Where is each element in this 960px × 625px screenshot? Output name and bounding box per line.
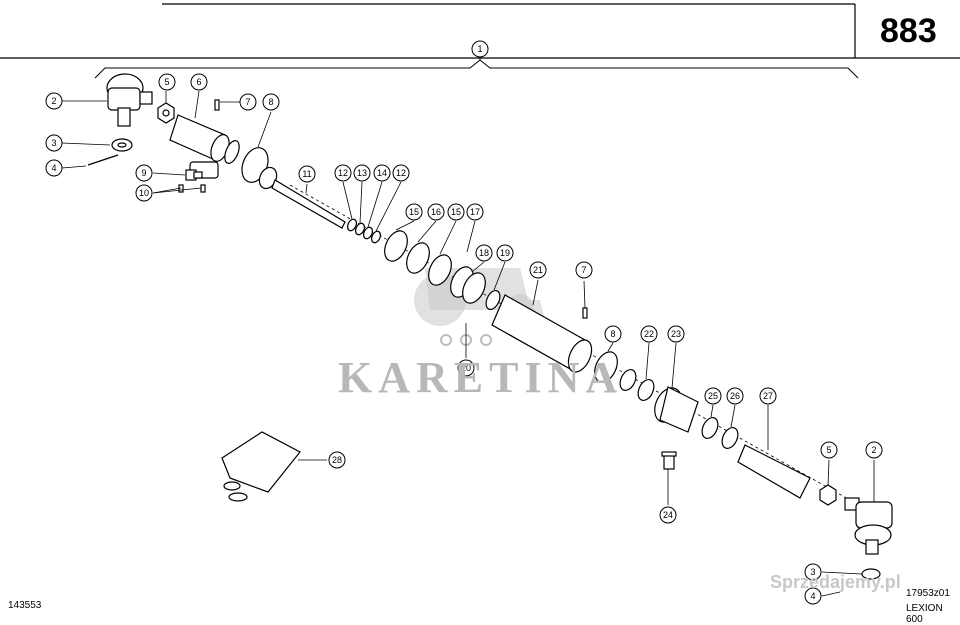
cylinder-body: [169, 114, 240, 179]
fitting: [661, 451, 677, 470]
callout-19: 19: [500, 248, 510, 258]
ring-25: [701, 417, 719, 439]
callout-7: 7: [581, 265, 586, 275]
reference-number: 143553: [8, 600, 42, 611]
callout-8: 8: [268, 97, 273, 107]
callout-2: 2: [871, 445, 876, 455]
drawing-code: 17953z01: [906, 588, 950, 599]
callout-1: 1: [477, 44, 482, 54]
callout-12: 12: [338, 168, 348, 178]
callout-5: 5: [164, 77, 169, 87]
cotter-pin-left: [87, 154, 119, 166]
model-name: LEXION 600: [906, 603, 943, 625]
callout-22: 22: [644, 329, 654, 339]
frame: [0, 3, 960, 59]
callout-20: 20: [461, 363, 471, 373]
nut-right: [819, 484, 837, 506]
ring-19: [485, 289, 501, 311]
callout-15: 15: [409, 207, 419, 217]
callout-24: 24: [663, 510, 673, 520]
callout-18: 18: [479, 248, 489, 258]
callout-21: 21: [533, 265, 543, 275]
nut-left: [157, 102, 175, 124]
callout-12: 12: [396, 168, 406, 178]
callout-3: 3: [51, 138, 56, 148]
callout-3: 3: [810, 567, 815, 577]
callout-10: 10: [139, 188, 149, 198]
ring-12a: [346, 218, 358, 232]
ring-14: [362, 226, 374, 240]
ring-13: [354, 222, 366, 236]
rod-end: [737, 444, 811, 499]
piston-rod: [258, 166, 346, 229]
callout-5: 5: [826, 445, 831, 455]
ring-22a: [619, 369, 637, 391]
callout-15: 15: [451, 207, 461, 217]
callout-27: 27: [763, 391, 773, 401]
ball-joint-right: [844, 497, 893, 555]
screw-right: [582, 307, 588, 319]
axis-line: [289, 184, 851, 501]
callout-2: 2: [51, 96, 56, 106]
callout-17: 17: [470, 207, 480, 217]
leader-lines: [61, 90, 875, 597]
seal-15a: [384, 230, 408, 262]
callout-8: 8: [610, 329, 615, 339]
seal-kit-bag: [221, 431, 301, 502]
seal-16: [406, 242, 430, 274]
ring-12b: [370, 230, 382, 244]
callout-6: 6: [196, 77, 201, 87]
callout-11: 11: [302, 169, 311, 179]
callout-23: 23: [671, 329, 681, 339]
page-number: 883: [880, 12, 937, 50]
callout-13: 13: [357, 168, 367, 178]
callout-14: 14: [377, 168, 387, 178]
seal-15b: [428, 254, 452, 286]
callout-25: 25: [708, 391, 718, 401]
callout-7: 7: [245, 97, 250, 107]
parts: [87, 73, 893, 580]
washer-left: [111, 138, 133, 152]
screw-top: [214, 99, 220, 111]
callout-16: 16: [431, 207, 441, 217]
piston: [450, 266, 486, 304]
watermark-site: Sprzedajemy.pl: [770, 572, 901, 592]
cylinder-head: [654, 386, 699, 433]
ring-22b: [637, 379, 655, 401]
ring-26: [721, 427, 739, 449]
watermark-text: KARETINA: [338, 353, 624, 402]
callout-26: 26: [730, 391, 740, 401]
callout-4: 4: [51, 163, 56, 173]
callout-circles: [45, 40, 883, 605]
o-ring-right: [594, 351, 618, 383]
ball-joint-left: [106, 73, 153, 127]
cylinder-tube: [491, 294, 593, 373]
grease-nipple: [185, 169, 203, 181]
screws: [178, 184, 206, 193]
callout-28: 28: [332, 455, 342, 465]
assembly-bracket: [94, 58, 859, 79]
callout-labels: 1 2 3 4 5 6 7 8 9 10 11 12 13 14 12 15 1…: [51, 44, 876, 601]
callout-4: 4: [810, 591, 815, 601]
callout-9: 9: [141, 168, 146, 178]
